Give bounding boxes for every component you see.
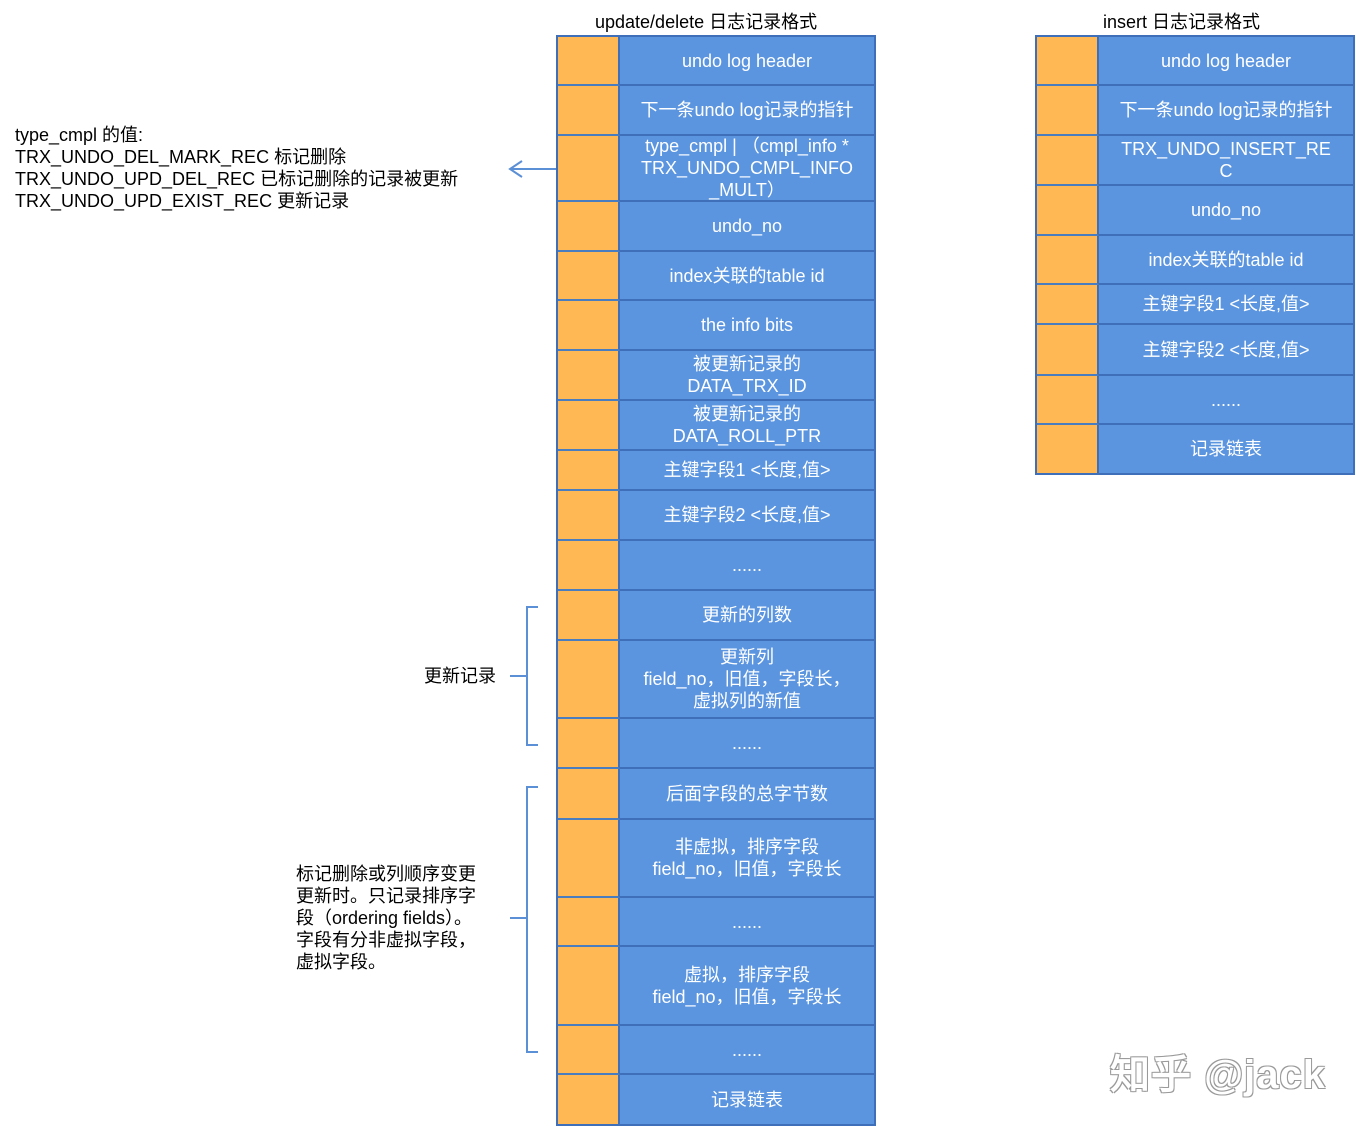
update-record-bracket bbox=[510, 606, 538, 746]
row-label: 被更新记录的 DATA_ROLL_PTR bbox=[620, 401, 874, 451]
table-row: 被更新记录的 DATA_ROLL_PTR bbox=[558, 401, 874, 451]
table-row: ...... bbox=[558, 719, 874, 769]
table-row: index关联的table id bbox=[1037, 236, 1353, 285]
row-marker bbox=[558, 136, 620, 202]
row-label: 主键字段1 <长度,值> bbox=[620, 451, 874, 491]
row-marker bbox=[558, 719, 620, 769]
row-marker bbox=[558, 820, 620, 898]
table-row: ...... bbox=[558, 541, 874, 591]
table-row: 下一条undo log记录的指针 bbox=[558, 86, 874, 136]
table-row: 记录链表 bbox=[1037, 425, 1353, 473]
table-row: 记录链表 bbox=[558, 1075, 874, 1124]
table-row: 主键字段2 <长度,值> bbox=[558, 491, 874, 541]
ordering-fields-note: 标记删除或列顺序变更 更新时。只记录排序字 段（ordering fields）… bbox=[296, 864, 476, 972]
table-row: TRX_UNDO_INSERT_RE C bbox=[1037, 136, 1353, 186]
row-marker bbox=[558, 451, 620, 491]
row-label: 记录链表 bbox=[1190, 439, 1262, 459]
row-label: 更新列 field_no，旧值，字段长， 虚拟列的新值 bbox=[620, 641, 874, 719]
row-label: undo_no bbox=[620, 202, 874, 252]
row-label: 主键字段2 <长度,值> bbox=[1099, 325, 1353, 376]
row-label: ...... bbox=[620, 719, 874, 769]
row-marker bbox=[1037, 236, 1099, 285]
update-record-label: 更新记录 bbox=[424, 666, 496, 686]
row-label: 被更新记录的 DATA_TRX_ID bbox=[620, 351, 874, 401]
table-row: undo log header bbox=[1037, 37, 1353, 86]
row-label: 下一条undo log记录的指针 bbox=[620, 86, 874, 136]
row-label: index关联的table id bbox=[620, 252, 874, 301]
row-marker bbox=[1037, 285, 1099, 325]
row-label: 主键字段1 <长度,值> bbox=[1099, 285, 1353, 325]
row-marker bbox=[558, 1026, 620, 1075]
row-label: type_cmpl | （cmpl_info * TRX_UNDO_CMPL_I… bbox=[620, 136, 874, 202]
row-marker bbox=[558, 491, 620, 541]
type-cmpl-note: type_cmpl 的值: TRX_UNDO_DEL_MARK_REC 标记删除… bbox=[15, 125, 459, 211]
row-marker bbox=[558, 401, 620, 451]
table-row: ...... bbox=[1037, 376, 1353, 425]
row-marker bbox=[1037, 186, 1099, 236]
table-row: ...... bbox=[558, 1026, 874, 1075]
row-marker bbox=[558, 541, 620, 591]
row-marker bbox=[558, 591, 620, 641]
table-row: 下一条undo log记录的指针 bbox=[1037, 86, 1353, 136]
table-row: undo log header bbox=[558, 37, 874, 86]
row-label: 虚拟，排序字段 field_no，旧值，字段长 bbox=[620, 947, 874, 1026]
row-marker bbox=[558, 1075, 620, 1124]
table-row: ...... bbox=[558, 898, 874, 947]
row-label: the info bits bbox=[620, 301, 874, 351]
table-row: 主键字段1 <长度,值> bbox=[558, 451, 874, 491]
row-marker bbox=[1037, 86, 1099, 136]
row-label: 更新的列数 bbox=[620, 591, 874, 641]
ordering-fields-bracket bbox=[510, 786, 538, 1053]
row-marker bbox=[558, 202, 620, 252]
table-row: the info bits bbox=[558, 301, 874, 351]
zhihu-watermark: 知乎 @jack bbox=[1110, 1053, 1326, 1097]
row-marker bbox=[558, 37, 620, 86]
table-row: index关联的table id bbox=[558, 252, 874, 301]
row-marker bbox=[1037, 425, 1099, 473]
row-label: ...... bbox=[620, 898, 874, 947]
table-row: 后面字段的总字节数 bbox=[558, 769, 874, 820]
table-row: 主键字段1 <长度,值> bbox=[1037, 285, 1353, 325]
row-label: 主键字段2 <长度,值> bbox=[620, 491, 874, 541]
table-row: undo_no bbox=[1037, 186, 1353, 236]
row-marker bbox=[558, 947, 620, 1026]
row-marker bbox=[558, 301, 620, 351]
row-label: 下一条undo log记录的指针 bbox=[1099, 86, 1353, 136]
table-row: undo_no bbox=[558, 202, 874, 252]
row-marker bbox=[1037, 376, 1099, 425]
row-marker bbox=[1037, 325, 1099, 376]
table-row: type_cmpl | （cmpl_info * TRX_UNDO_CMPL_I… bbox=[558, 136, 874, 202]
row-label: undo_no bbox=[1099, 186, 1353, 236]
row-label: undo log header bbox=[1099, 37, 1353, 86]
table-row: 非虚拟，排序字段 field_no，旧值，字段长 bbox=[558, 820, 874, 898]
row-label: undo log header bbox=[620, 37, 874, 86]
table-row: 更新列 field_no，旧值，字段长， 虚拟列的新值 bbox=[558, 641, 874, 719]
row-label: ...... bbox=[620, 1026, 874, 1075]
row-label: TRX_UNDO_INSERT_RE C bbox=[1099, 136, 1353, 186]
row-marker bbox=[558, 351, 620, 401]
row-marker bbox=[1037, 136, 1099, 186]
insert-table-title: insert 日志记录格式 bbox=[1103, 12, 1261, 32]
row-marker bbox=[558, 769, 620, 820]
row-label: ...... bbox=[620, 541, 874, 591]
table-row: 更新的列数 bbox=[558, 591, 874, 641]
left-arrow-icon bbox=[508, 160, 556, 178]
table-row: 虚拟，排序字段 field_no，旧值，字段长 bbox=[558, 947, 874, 1026]
row-label: 非虚拟，排序字段 field_no，旧值，字段长 bbox=[620, 820, 874, 898]
update-table-title: update/delete 日志记录格式 bbox=[595, 12, 818, 32]
row-marker bbox=[558, 86, 620, 136]
row-label: index关联的table id bbox=[1099, 236, 1353, 285]
row-marker bbox=[558, 898, 620, 947]
row-marker bbox=[558, 641, 620, 719]
row-marker bbox=[558, 252, 620, 301]
table-row: 主键字段2 <长度,值> bbox=[1037, 325, 1353, 376]
row-marker bbox=[1037, 37, 1099, 86]
row-label: 记录链表 bbox=[711, 1089, 783, 1110]
row-label: ...... bbox=[1099, 376, 1353, 425]
table-row: 被更新记录的 DATA_TRX_ID bbox=[558, 351, 874, 401]
row-label: 后面字段的总字节数 bbox=[620, 769, 874, 820]
